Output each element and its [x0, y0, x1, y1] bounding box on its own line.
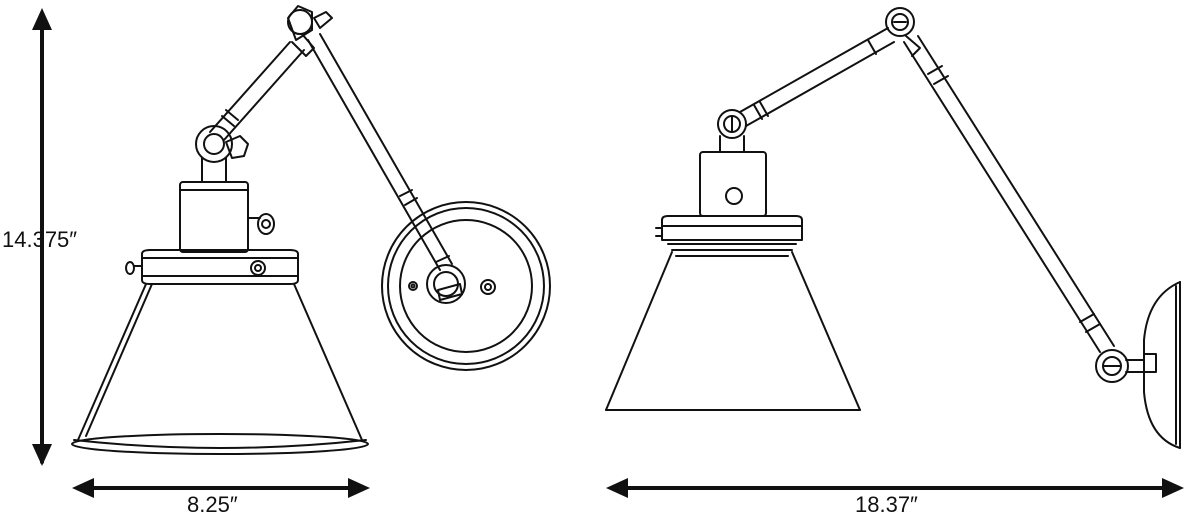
side-mid-joint — [718, 110, 746, 152]
side-view-lamp — [606, 8, 1180, 448]
side-fitter — [700, 152, 766, 216]
front-view-lamp — [72, 6, 550, 454]
side-wall-canopy — [1144, 282, 1180, 448]
height-dimension-arrow — [32, 8, 52, 466]
extension-dimension-label: 18.37″ — [855, 492, 918, 517]
height-dimension-label: 14.375″ — [2, 227, 78, 252]
front-upper-arm — [308, 34, 452, 270]
width-dimension-label: 8.25″ — [187, 492, 238, 517]
front-plate-knuckle — [427, 265, 465, 303]
side-lower-joint — [1096, 350, 1144, 382]
side-glass-shade — [606, 252, 860, 410]
width-dimension-arrow — [72, 478, 370, 498]
front-shade — [72, 284, 368, 454]
front-wall-plate — [382, 202, 550, 370]
front-mid-joint — [196, 126, 248, 182]
side-long-arm — [904, 36, 1114, 352]
front-top-joint — [288, 6, 332, 56]
side-short-arm — [740, 28, 894, 126]
front-lower-arm — [210, 42, 304, 140]
front-fitter — [180, 182, 274, 252]
side-cap-band — [656, 216, 802, 250]
front-cap-band — [126, 250, 298, 284]
extension-dimension-arrow — [606, 478, 1184, 498]
side-top-joint — [886, 8, 920, 56]
